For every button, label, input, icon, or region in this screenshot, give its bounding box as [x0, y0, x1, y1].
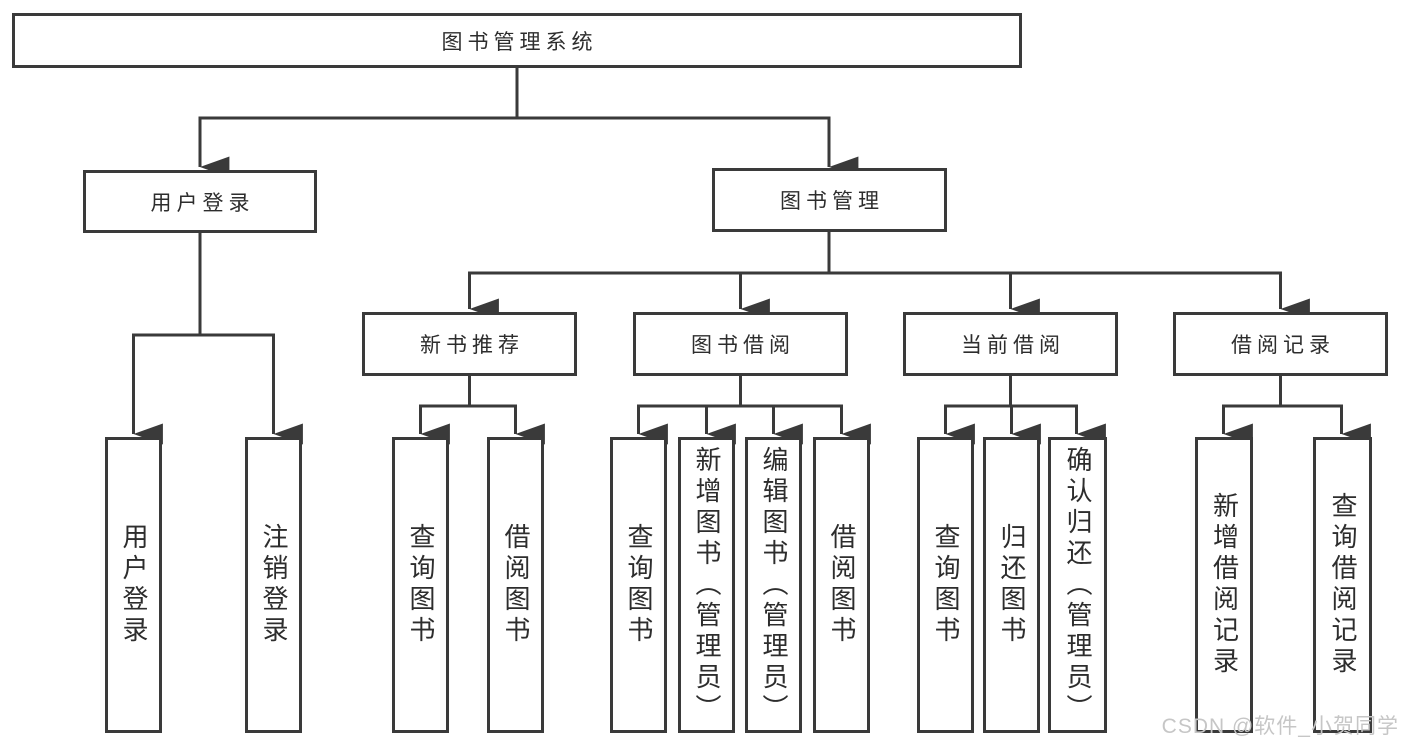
leaf-logout-label: 注销登录 — [259, 523, 289, 647]
node-borrow-record-label: 借阅记录 — [1231, 334, 1335, 357]
leaf-user-login-label: 用户登录 — [119, 523, 149, 647]
leaf-query-borrow-record: 查询借阅记录 — [1313, 437, 1372, 733]
node-book-borrow-label: 图书借阅 — [691, 334, 795, 357]
leaf-recommend-borrow-book-label: 借阅图书 — [501, 523, 531, 647]
leaf-return-book: 归还图书 — [983, 437, 1040, 733]
leaf-add-book-admin-label: 新增图书（管理员） — [692, 445, 722, 725]
leaf-user-login: 用户登录 — [105, 437, 162, 733]
leaf-recommend-borrow-book: 借阅图书 — [487, 437, 544, 733]
node-current-borrow-label: 当前借阅 — [961, 334, 1065, 357]
leaf-current-query-book-label: 查询图书 — [931, 523, 961, 647]
leaf-add-book-admin: 新增图书（管理员） — [678, 437, 735, 733]
leaf-borrow-query-book-label: 查询图书 — [624, 523, 654, 647]
leaf-query-borrow-record-label: 查询借阅记录 — [1328, 492, 1358, 678]
leaf-edit-book-admin: 编辑图书（管理员） — [745, 437, 802, 733]
leaf-add-borrow-record-label: 新增借阅记录 — [1209, 492, 1240, 678]
leaf-borrow-book-label: 借阅图书 — [827, 523, 857, 647]
leaf-add-borrow-record: 新增借阅记录 — [1195, 437, 1253, 733]
leaf-current-query-book: 查询图书 — [917, 437, 974, 733]
leaf-confirm-return-admin: 确认归还（管理员） — [1048, 437, 1107, 733]
node-user-login-label: 用户登录 — [150, 191, 255, 215]
leaf-edit-book-admin-label: 编辑图书（管理员） — [759, 445, 789, 725]
leaf-borrow-book: 借阅图书 — [813, 437, 870, 733]
node-root-label: 图书管理系统 — [441, 30, 598, 54]
node-book-borrow: 图书借阅 — [633, 312, 848, 376]
node-current-borrow: 当前借阅 — [903, 312, 1118, 376]
leaf-borrow-query-book: 查询图书 — [610, 437, 667, 733]
leaf-return-book-label: 归还图书 — [997, 523, 1027, 647]
leaf-recommend-query-book: 查询图书 — [392, 437, 449, 733]
node-book-management-label: 图书管理 — [780, 190, 884, 213]
node-root-library-system: 图书管理系统 — [12, 13, 1022, 68]
leaf-confirm-return-admin-label: 确认归还（管理员） — [1063, 445, 1093, 725]
csdn-watermark: CSDN @软件_小贺同学 — [1161, 715, 1399, 738]
node-borrow-record: 借阅记录 — [1173, 312, 1388, 376]
leaf-recommend-query-book-label: 查询图书 — [406, 523, 436, 647]
node-new-book-recommend-label: 新书推荐 — [420, 334, 524, 357]
node-new-book-recommend: 新书推荐 — [362, 312, 577, 376]
node-user-login: 用户登录 — [83, 170, 317, 233]
node-book-management: 图书管理 — [712, 168, 947, 232]
leaf-logout: 注销登录 — [245, 437, 302, 733]
